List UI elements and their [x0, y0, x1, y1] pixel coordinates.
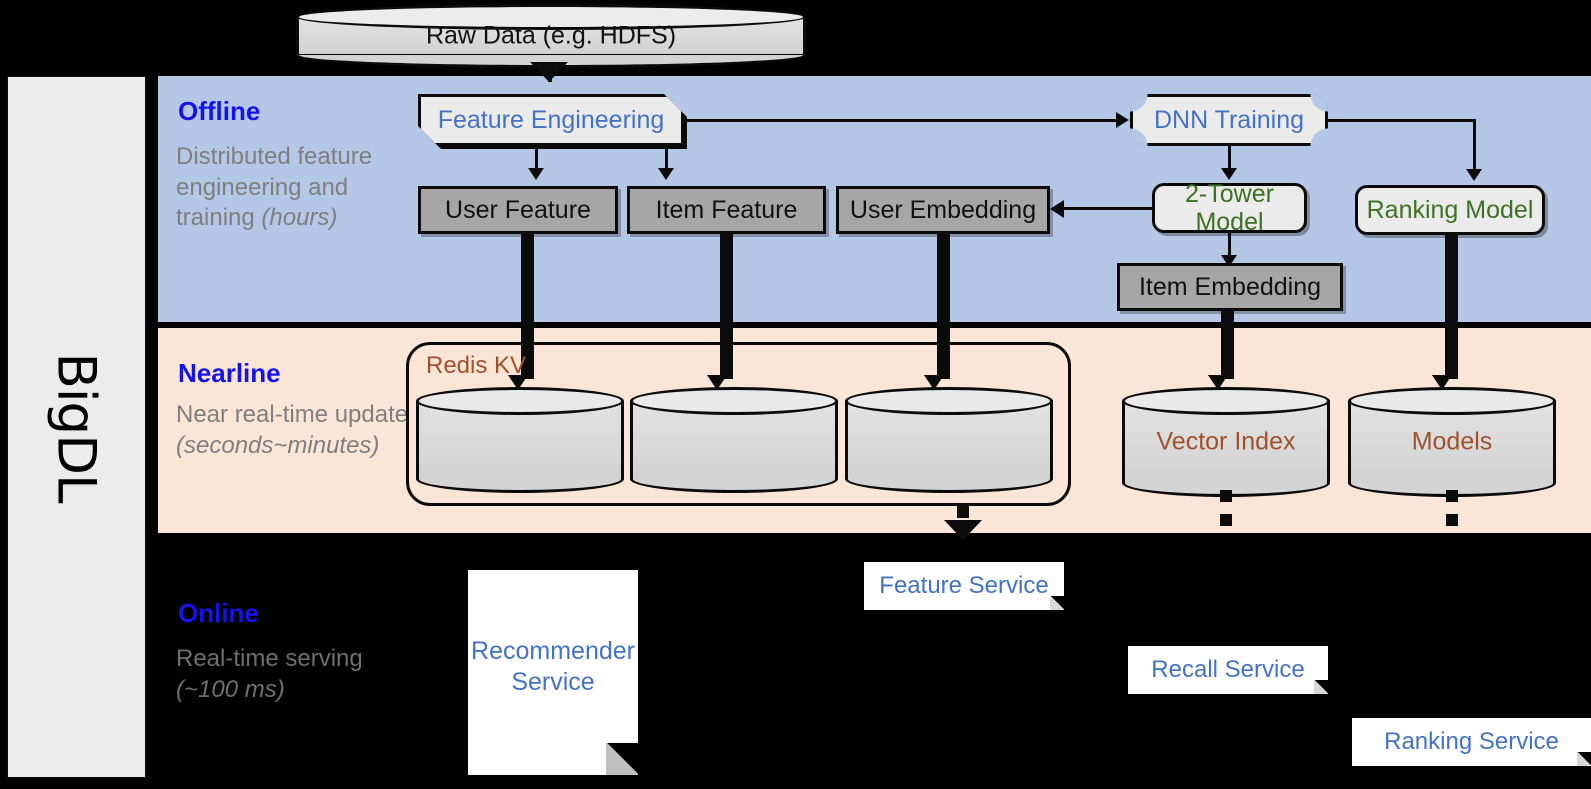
- nearline-description: Near real-time update (seconds~minutes): [176, 400, 426, 461]
- ranking-service-box[interactable]: Ranking Service: [1352, 718, 1591, 766]
- arrowhead-dnn-2tower: [1221, 168, 1237, 180]
- recommender-service-label: Recommender Service: [471, 637, 635, 697]
- offline-title: Offline: [178, 96, 261, 126]
- models-cylinder[interactable]: Models: [1348, 387, 1556, 497]
- cylinder-body: [845, 401, 1053, 479]
- offline-description: Distributed feature engineering and trai…: [176, 142, 406, 234]
- two-tower-model-box[interactable]: 2-Tower Model: [1152, 180, 1307, 236]
- connector-dnn-2tower: [1228, 146, 1231, 170]
- connector-dnn-ranking-v: [1473, 119, 1476, 171]
- item-embedding-label: Item Embedding: [1138, 273, 1322, 301]
- connector-dot-ranking-1: [1446, 490, 1458, 502]
- feature-engineering-label: Feature Engineering: [437, 106, 665, 134]
- user-feature-label: User Feature: [445, 196, 591, 224]
- arrowhead-fe-userfeature: [528, 168, 544, 180]
- connector-dnn-ranking-h: [1328, 119, 1476, 122]
- vector-index-cylinder[interactable]: Vector Index: [1122, 387, 1330, 497]
- two-tower-model-label: 2-Tower Model: [1185, 180, 1274, 236]
- cylinder-top: [296, 4, 806, 30]
- redis-kv-label: Redis KV: [426, 352, 527, 379]
- redis-store-1-cylinder[interactable]: [416, 387, 624, 493]
- online-title: Online: [178, 598, 259, 628]
- item-feature-box[interactable]: Item Feature: [627, 186, 826, 234]
- connector-fe-itemfeature: [665, 146, 668, 170]
- arrowhead-rawdata-fe: [530, 62, 568, 82]
- raw-data-cylinder: Raw Data (e.g. HDFS): [296, 4, 806, 68]
- connector-fe-userfeature: [535, 146, 538, 170]
- connector-fe-dnn: [684, 119, 1116, 122]
- connector-dot-recall-1: [1220, 490, 1232, 502]
- nearline-desc-text: Near real-time update: [176, 401, 409, 428]
- nearline-desc-em: (seconds~minutes): [176, 431, 380, 459]
- connector-2tower-userembedding: [1063, 207, 1155, 210]
- connector-2tower-itemembedding: [1228, 233, 1231, 257]
- online-desc-em: (~100 ms): [176, 675, 285, 703]
- connector-dot-ranking-2: [1446, 514, 1458, 526]
- user-feature-box[interactable]: User Feature: [418, 186, 618, 234]
- redis-store-3-cylinder[interactable]: [845, 387, 1053, 493]
- cylinder-top: [630, 387, 838, 415]
- ranking-service-label: Ranking Service: [1384, 728, 1559, 755]
- raw-data-label: Raw Data (e.g. HDFS): [425, 21, 677, 50]
- recall-service-label: Recall Service: [1151, 656, 1305, 683]
- connector-dot-recall-2: [1220, 514, 1232, 526]
- cylinder-top: [416, 387, 624, 415]
- item-feature-label: Item Feature: [655, 196, 798, 224]
- ranking-model-box[interactable]: Ranking Model: [1355, 185, 1545, 235]
- ranking-model-label: Ranking Model: [1366, 196, 1534, 224]
- bigdl-rail: BigDL: [7, 76, 146, 778]
- feature-service-label: Feature Service: [879, 572, 1049, 599]
- feed-rankingmodel-line: [1445, 235, 1458, 379]
- nearline-title: Nearline: [178, 358, 281, 388]
- redis-kv-group: [406, 342, 1071, 506]
- user-embedding-box[interactable]: User Embedding: [836, 186, 1050, 234]
- arrowhead-2tower-userembedding: [1050, 200, 1064, 218]
- arrowhead-fe-itemfeature: [658, 168, 674, 180]
- arrowhead-dnn-ranking: [1466, 169, 1482, 181]
- recall-service-box[interactable]: Recall Service: [1128, 646, 1328, 694]
- offline-desc-em: (hours): [261, 204, 338, 232]
- offline-desc-text: Distributed feature engineering and trai…: [176, 143, 373, 232]
- arrowhead-feature-service: [944, 520, 982, 540]
- user-embedding-label: User Embedding: [849, 196, 1037, 224]
- online-desc-text: Real-time serving: [176, 645, 363, 672]
- dnn-training-box[interactable]: DNN Training: [1130, 94, 1328, 146]
- item-embedding-box[interactable]: Item Embedding: [1117, 263, 1343, 311]
- cylinder-top: [845, 387, 1053, 415]
- arrowhead-fe-dnn: [1116, 112, 1129, 128]
- vector-index-label: Vector Index: [1156, 427, 1296, 456]
- feed-itemembedding-line: [1221, 311, 1234, 379]
- models-label: Models: [1411, 427, 1493, 456]
- cylinder-top: [1348, 387, 1556, 415]
- feature-engineering-box[interactable]: Feature Engineering: [418, 94, 684, 146]
- feature-service-box[interactable]: Feature Service: [864, 562, 1064, 610]
- bigdl-label: BigDL: [46, 351, 108, 503]
- recommender-service-box[interactable]: Recommender Service: [468, 570, 638, 775]
- cylinder-top: [1122, 387, 1330, 415]
- redis-store-2-cylinder[interactable]: [630, 387, 838, 493]
- connector-dot-feature-service: [957, 506, 969, 518]
- dnn-training-label: DNN Training: [1153, 106, 1305, 134]
- online-description: Real-time serving (~100 ms): [176, 644, 406, 705]
